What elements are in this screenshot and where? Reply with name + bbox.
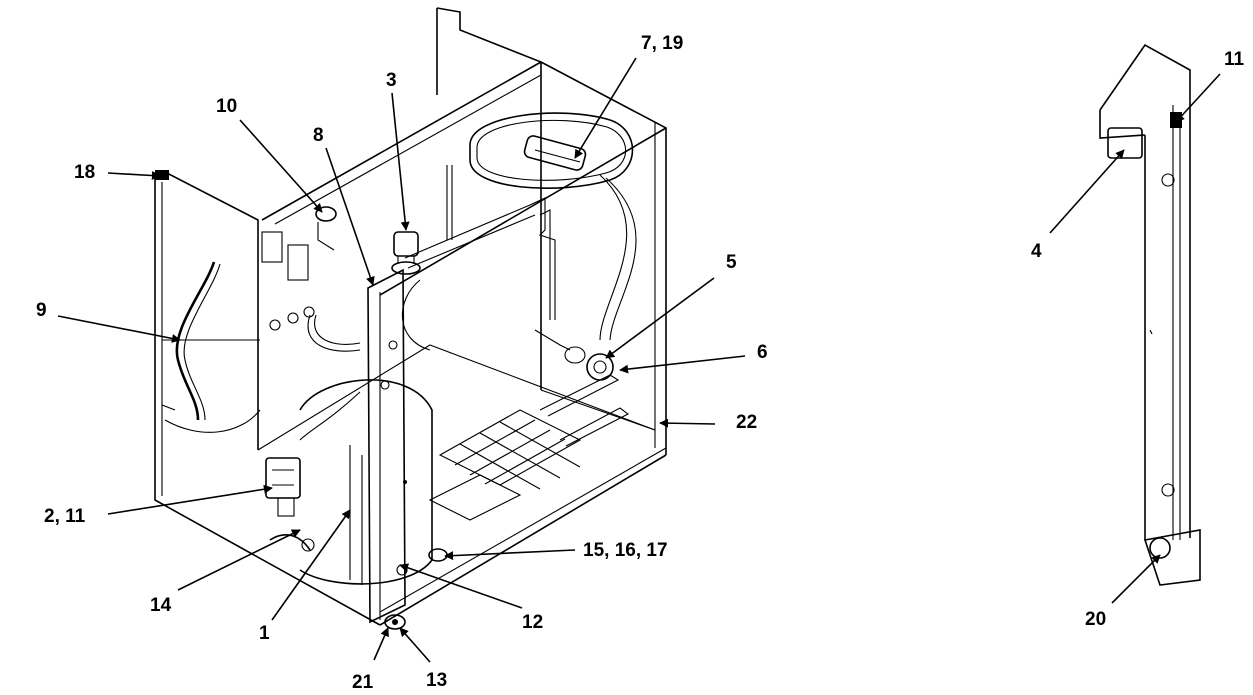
cabinet-assembly	[154, 7, 667, 630]
drain-fitting-14	[269, 534, 315, 552]
callout-7-19: 7, 19	[641, 33, 683, 54]
drain-grid	[428, 374, 630, 521]
left-panel-notch	[161, 404, 176, 411]
base-front-edge	[379, 454, 667, 626]
callout-9: 9	[36, 300, 47, 321]
callout-20: 18	[74, 162, 95, 183]
callout-12: 12	[522, 612, 543, 633]
cabinet-top-front-rail	[379, 127, 667, 296]
leader-lines	[57, 57, 1221, 663]
callout-4: 4	[1031, 241, 1042, 262]
valve-fitting-5-6	[534, 329, 614, 381]
leader-8	[325, 147, 375, 286]
leader-15-16-17	[444, 549, 576, 561]
valve-assembly-top	[391, 231, 421, 275]
callout-8: 8	[313, 125, 324, 146]
leader-1	[271, 509, 351, 621]
side-panel-bottom-tray	[1143, 529, 1201, 586]
side-panel-slot	[1149, 329, 1153, 335]
leader-14	[177, 529, 301, 591]
control-board	[261, 231, 315, 331]
base-front-edge-inner	[379, 447, 667, 613]
side-panel-outline-top	[1099, 43, 1191, 538]
leader-7-19	[574, 57, 637, 159]
callout-6: 6	[757, 342, 768, 363]
side-panel-top-lip	[1099, 110, 1146, 139]
leader-5	[605, 277, 715, 359]
back-panel-left-edge	[436, 7, 542, 390]
callout-3: 3	[386, 70, 397, 91]
callout-18: 20	[1085, 609, 1106, 630]
callout-14: 14	[150, 595, 172, 616]
callout-11: 11	[1224, 49, 1245, 70]
callout-10: 10	[216, 96, 237, 117]
callout-5: 5	[726, 252, 737, 273]
cabinet-top-rear-rail-inner	[274, 74, 542, 225]
drain-outlet-13-21	[384, 614, 406, 630]
solenoid-valve	[523, 135, 587, 171]
fitting-10	[315, 206, 337, 251]
side-panel-assembly	[1099, 43, 1201, 586]
leader-10	[239, 119, 323, 213]
callout-21: 21	[352, 672, 374, 693]
coil-loop	[469, 112, 637, 341]
leader-9	[57, 315, 181, 343]
leader-6	[619, 355, 746, 374]
side-panel-hole-top	[1161, 173, 1175, 187]
leader-3	[391, 92, 410, 231]
callout-22: 22	[736, 412, 757, 433]
pump-2-11	[265, 457, 301, 517]
leader-11-side	[1175, 73, 1221, 123]
leader-20	[107, 171, 161, 181]
leader-4	[1049, 149, 1125, 234]
leader-12	[399, 563, 523, 609]
leader-21	[373, 627, 389, 661]
leader-18	[1111, 554, 1161, 604]
leader-2-11	[107, 484, 273, 515]
callout-1: 1	[259, 623, 270, 644]
leader-22	[659, 418, 716, 428]
tank-cylinder	[299, 379, 433, 585]
callout-15-16-17: 15, 16, 17	[583, 540, 668, 561]
left-panel-front-edge	[154, 176, 381, 626]
corner-bracket-20	[155, 170, 169, 180]
callout-13: 13	[426, 670, 447, 691]
switch-4	[1107, 127, 1143, 159]
leader-13	[399, 627, 431, 663]
cabinet-top-rear-rail	[261, 61, 542, 221]
hose-9	[164, 261, 261, 433]
water-pipes	[299, 165, 556, 441]
callout-2-11: 2, 11	[44, 506, 86, 527]
side-panel-hole-bottom	[1161, 483, 1175, 497]
clip-11	[1170, 112, 1182, 128]
callout-labels: 18 10 8 3 7, 19 9 5 6 22 2, 11 14 1 12 1…	[36, 33, 1245, 693]
base-floor-outline	[257, 344, 656, 451]
front-upright-column	[367, 268, 408, 624]
base-rear-floor	[540, 389, 656, 431]
